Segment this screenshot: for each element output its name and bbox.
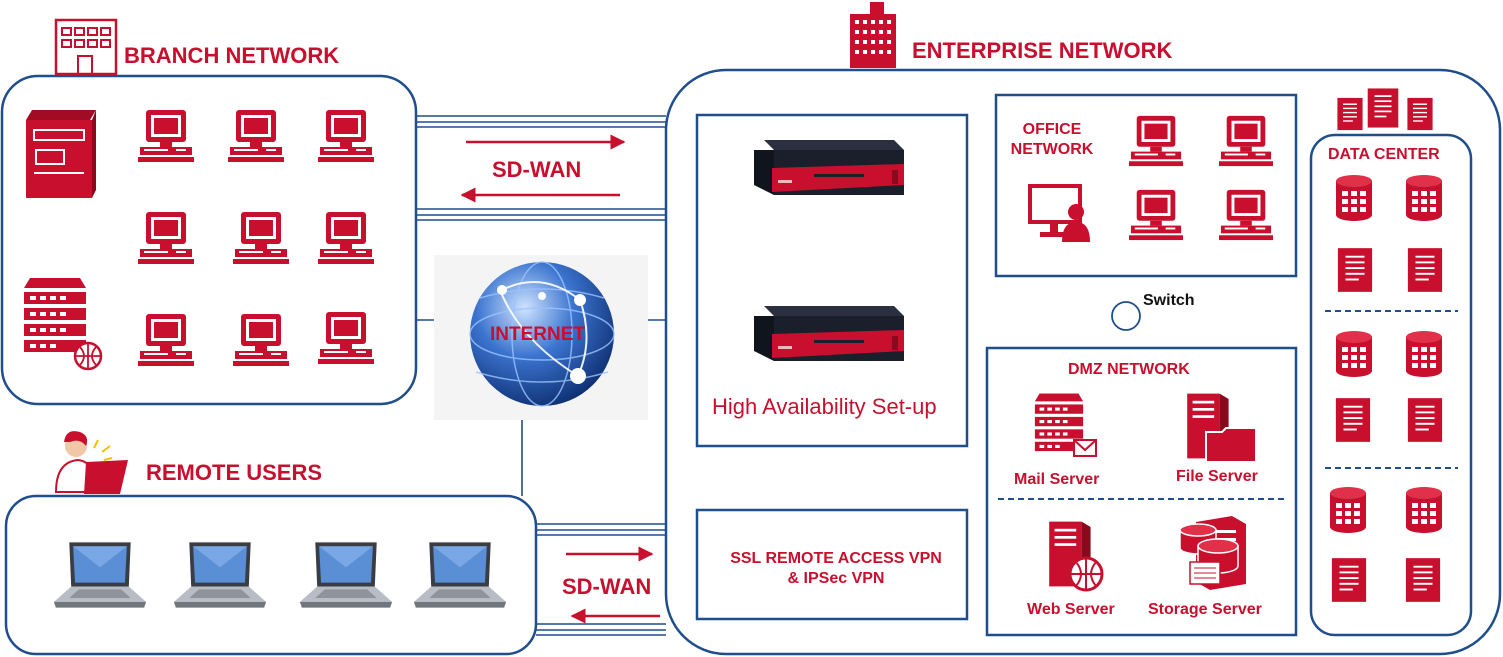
- sdwan-top-label: SD-WAN: [492, 157, 582, 182]
- office-title-line1: OFFICE: [1022, 121, 1082, 138]
- desktop-computer-icon: [1219, 189, 1273, 241]
- branch-network-title: BRANCH NETWORK: [124, 43, 340, 68]
- database-icon: [1406, 175, 1442, 221]
- desktop-computer-icon: [318, 110, 374, 162]
- storage-server-label: Storage Server: [1148, 601, 1262, 618]
- branch-pcs: [138, 110, 374, 366]
- database-icon: [1406, 487, 1442, 533]
- desktop-computer-icon: [138, 110, 194, 162]
- sdwan-bottom-label: SD-WAN: [562, 574, 652, 599]
- desktop-computer-icon: [138, 314, 194, 366]
- file-server-icon: [1187, 393, 1257, 463]
- vpn-label-line2: & IPSec VPN: [787, 570, 885, 587]
- rack-doc-icon: [1335, 398, 1371, 442]
- rack-doc-icon: [1405, 558, 1441, 602]
- desktop-computer-icon: [318, 312, 374, 364]
- rack-doc-icon: [1407, 398, 1443, 442]
- desktop-computer-icon: [1129, 115, 1183, 167]
- desktop-computer-icon: [228, 110, 284, 162]
- remote-worker-icon: [54, 431, 128, 494]
- office-title-line2: NETWORK: [1010, 141, 1094, 158]
- dmz-network-box: [985, 346, 1298, 637]
- vpn-label-line1: SSL REMOTE ACCESS VPN: [730, 550, 942, 567]
- internet-label: INTERNET: [490, 324, 585, 345]
- desktop-computer-icon: [1129, 189, 1183, 241]
- database-icon: [1330, 487, 1366, 533]
- remote-users-box: [4, 494, 538, 656]
- desktop-computer-icon: [233, 314, 289, 366]
- rack-doc-icon: [1407, 248, 1443, 292]
- web-server-label: Web Server: [1027, 601, 1115, 618]
- branch-stripe-server-icon: [24, 278, 103, 371]
- mail-server-icon: [1034, 393, 1097, 457]
- skyscraper-icon: [850, 2, 896, 68]
- desktop-computer-icon: [233, 212, 289, 264]
- switch-icon: [1111, 301, 1141, 331]
- dmz-network-title: DMZ NETWORK: [1068, 361, 1190, 378]
- database-icon: [1336, 175, 1372, 221]
- rack-appliance-icon: [754, 306, 904, 361]
- database-icon: [1336, 331, 1372, 377]
- monitor-user-icon: [1028, 184, 1090, 242]
- rack-doc-icon: [1337, 248, 1373, 292]
- data-center-title: DATA CENTER: [1328, 146, 1440, 163]
- branch-network-box: [0, 74, 418, 406]
- file-server-label: File Server: [1176, 468, 1258, 485]
- vpn-box: [695, 508, 969, 621]
- vpn-label: SSL REMOTE ACCESS VPN & IPSec VPN: [697, 549, 975, 589]
- desktop-computer-icon: [138, 212, 194, 264]
- desktop-computer-icon: [318, 212, 374, 264]
- enterprise-network-title: ENTERPRISE NETWORK: [912, 38, 1173, 63]
- office-network-title: OFFICE NETWORK: [1002, 120, 1102, 160]
- switch-label: Switch: [1143, 292, 1195, 309]
- desktop-computer-icon: [1219, 115, 1273, 167]
- building-icon: [54, 18, 118, 76]
- mail-server-label: Mail Server: [1014, 471, 1100, 488]
- globe-icon: [434, 255, 648, 420]
- web-server-icon: [1049, 521, 1104, 592]
- ha-label: High Availability Set-up: [712, 394, 937, 419]
- storage-server-icon: [1179, 516, 1246, 590]
- rack-doc-icon: [1331, 558, 1367, 602]
- branch-tower-icon: [26, 110, 96, 198]
- remote-users-title: REMOTE USERS: [146, 460, 323, 485]
- rack-appliance-icon: [754, 140, 904, 195]
- database-icon: [1406, 331, 1442, 377]
